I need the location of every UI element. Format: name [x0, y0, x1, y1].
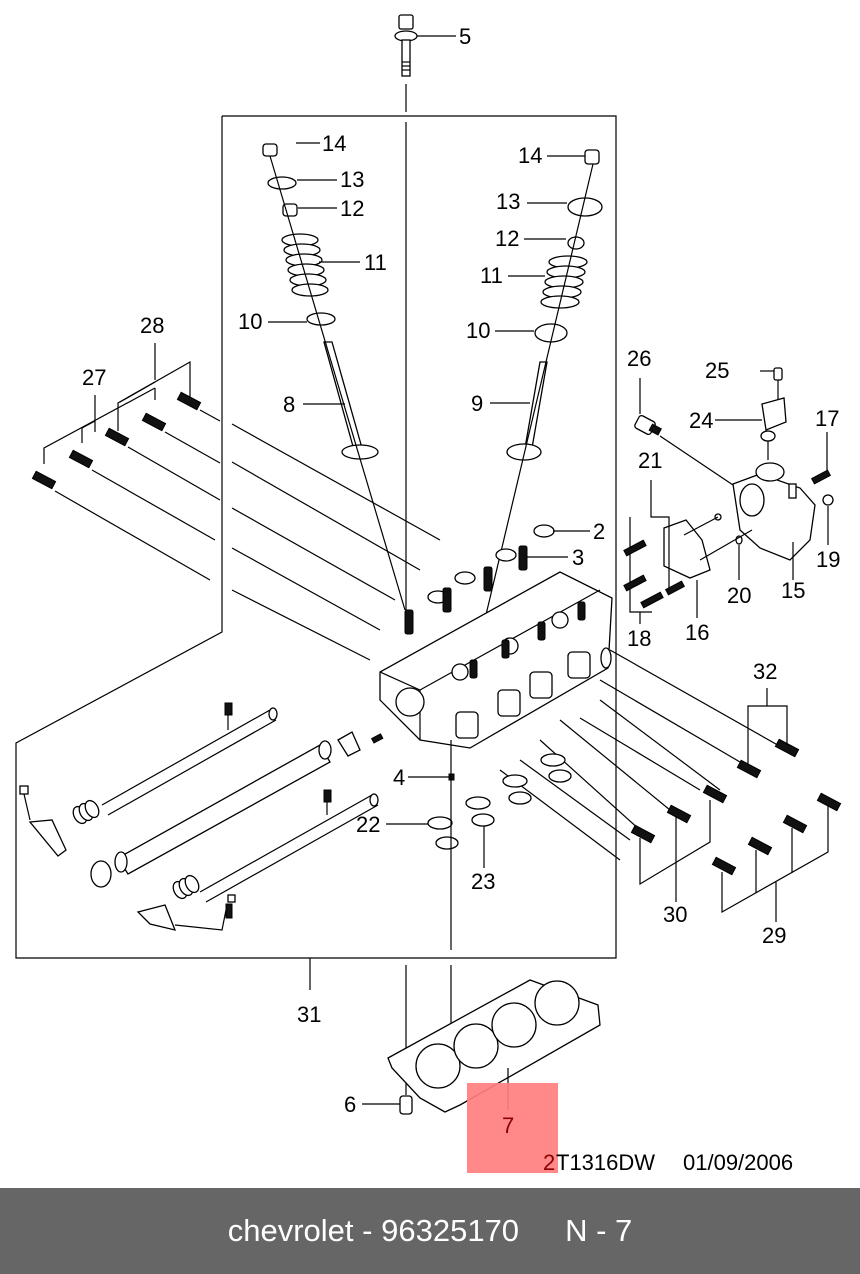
callout-26[interactable]: 26 [627, 346, 651, 371]
studs-29-30-32[interactable] [630, 688, 842, 922]
separator [373, 1213, 382, 1249]
callout-2[interactable]: 2 [593, 519, 605, 544]
callout-3[interactable]: 3 [572, 545, 584, 570]
thermostat-housing-assembly[interactable] [623, 367, 834, 624]
parts-diagram: 5 14 13 12 11 10 8 14 13 12 11 10 9 28 2… [15, 14, 842, 1175]
callout-30[interactable]: 30 [663, 902, 687, 927]
head-gasket-7[interactable] [387, 979, 601, 1113]
callout-14-right[interactable]: 14 [518, 143, 542, 168]
callout-11-left[interactable]: 11 [364, 250, 387, 275]
part-number: 96325170 [381, 1213, 520, 1248]
callout-7[interactable]: 7 [502, 1113, 514, 1138]
callout-15[interactable]: 15 [781, 578, 805, 603]
drawing-code: T1316DW [556, 1150, 655, 1175]
callout-12-left[interactable]: 12 [340, 196, 364, 221]
callout-13-left[interactable]: 13 [340, 167, 364, 192]
callout-8[interactable]: 8 [283, 392, 295, 417]
cylinder-head[interactable] [337, 524, 613, 757]
callout-27[interactable]: 27 [82, 365, 106, 390]
brand-name: chevrolet [227, 1213, 354, 1248]
callout-25[interactable]: 25 [705, 358, 729, 383]
drawing-date: 01/09/2006 [683, 1150, 793, 1175]
head-bolt-5[interactable] [394, 14, 456, 1095]
callout-5[interactable]: 5 [459, 24, 471, 49]
camshaft-rocker-assembly[interactable] [19, 702, 379, 931]
part-info-footer: chevrolet - 96325170 N - 7 [0, 1188, 860, 1274]
highlight-part-7 [467, 1083, 558, 1173]
callout-29[interactable]: 29 [762, 923, 786, 948]
callout-32[interactable]: 32 [753, 659, 777, 684]
callout-24[interactable]: 24 [689, 408, 713, 433]
callout-13-right[interactable]: 13 [496, 189, 520, 214]
callout-16[interactable]: 16 [685, 620, 709, 645]
separator [354, 1213, 363, 1249]
callout-18[interactable]: 18 [627, 626, 651, 651]
callout-19[interactable]: 19 [816, 547, 840, 572]
callout-9[interactable]: 9 [471, 391, 483, 416]
callout-17[interactable]: 17 [815, 406, 839, 431]
callout-31[interactable]: 31 [297, 1002, 321, 1027]
cylinder-head-assembly-frame [15, 115, 617, 990]
callout-11-right[interactable]: 11 [480, 263, 503, 288]
drawing-reference: 2 T1316DW 01/09/2006 [543, 1150, 793, 1175]
studs-27-28[interactable] [31, 343, 441, 661]
seals-22-23[interactable] [386, 740, 572, 1045]
callout-20[interactable]: 20 [727, 583, 751, 608]
callout-12-right[interactable]: 12 [495, 226, 519, 251]
separator-dash: - [362, 1213, 373, 1248]
callout-21[interactable]: 21 [638, 448, 662, 473]
drawing-code-prefix: 2 [543, 1150, 555, 1175]
callout-28[interactable]: 28 [140, 313, 164, 338]
callout-6[interactable]: 6 [344, 1092, 356, 1117]
callout-labels: 5 14 13 12 11 10 8 14 13 12 11 10 9 28 2… [82, 24, 840, 1138]
callout-22[interactable]: 22 [356, 812, 380, 837]
exhaust-valve-assembly[interactable] [479, 149, 603, 641]
callout-4[interactable]: 4 [393, 765, 405, 790]
diagram-position: N - 7 [565, 1213, 633, 1248]
callout-10-right[interactable]: 10 [466, 318, 490, 343]
callout-23[interactable]: 23 [471, 869, 495, 894]
intake-valve-assembly[interactable] [262, 142, 406, 611]
callout-14-left[interactable]: 14 [322, 131, 346, 156]
callout-10-left[interactable]: 10 [238, 309, 262, 334]
dowel-pin-6[interactable] [362, 1095, 413, 1115]
